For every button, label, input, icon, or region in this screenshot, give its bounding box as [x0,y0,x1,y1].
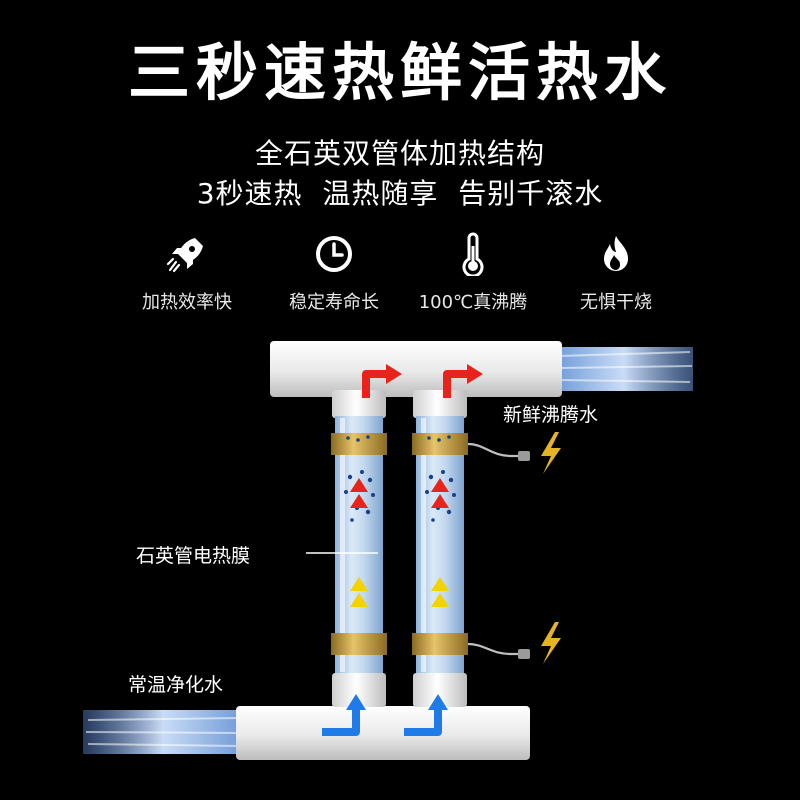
outlet-arrow-2 [443,364,483,398]
quartz-tube-2 [412,390,468,707]
outlet-water-label: 新鲜沸腾水 [503,404,599,426]
feature-heating-speed: 加热效率快 [107,232,267,314]
clock-icon [316,236,352,272]
subtitle-line-1: 全石英双管体加热结构 [254,137,545,170]
headline: 三秒速热鲜活热水 [127,36,672,109]
inlet-arrow-1 [322,694,366,736]
lightning-icon [541,432,561,474]
feature-dry-burn: 无惧干烧 [536,232,696,314]
feature-boiling: 100℃真沸腾 [393,232,553,314]
flame-icon [604,236,628,271]
bottom-inlet-pipe [236,706,530,760]
feature-label: 无惧干烧 [580,292,652,313]
outlet-water-stream [555,347,693,391]
feature-lifespan: 稳定寿命长 [254,232,414,314]
heating-flow-arrows [350,577,449,607]
quartz-tube-label: 石英管电热膜 [136,545,251,567]
lightning-icon [541,622,561,664]
rocket-icon [166,238,203,273]
top-outlet-pipe [270,341,562,397]
hot-flow-arrows [350,478,449,508]
feature-label: 100℃真沸腾 [418,292,528,313]
inlet-arrow-2 [404,694,448,736]
feature-row: 加热效率快 稳定寿命长 100℃真沸腾 无惧干烧 [0,232,800,322]
quartz-tube-1 [331,390,387,707]
subtitle-line-2: 3秒速热 温热随享 告别千滚水 [196,177,604,210]
inlet-water-label: 常温净化水 [128,674,224,696]
feature-label: 加热效率快 [142,292,232,313]
wire-connector [518,451,530,461]
bubbles [344,435,456,522]
wire-connector [518,649,530,659]
thermometer-icon [462,232,484,276]
power-wires [467,442,520,656]
feature-label: 稳定寿命长 [289,292,379,313]
inlet-water-stream [83,710,243,754]
outlet-arrow-1 [362,364,402,398]
